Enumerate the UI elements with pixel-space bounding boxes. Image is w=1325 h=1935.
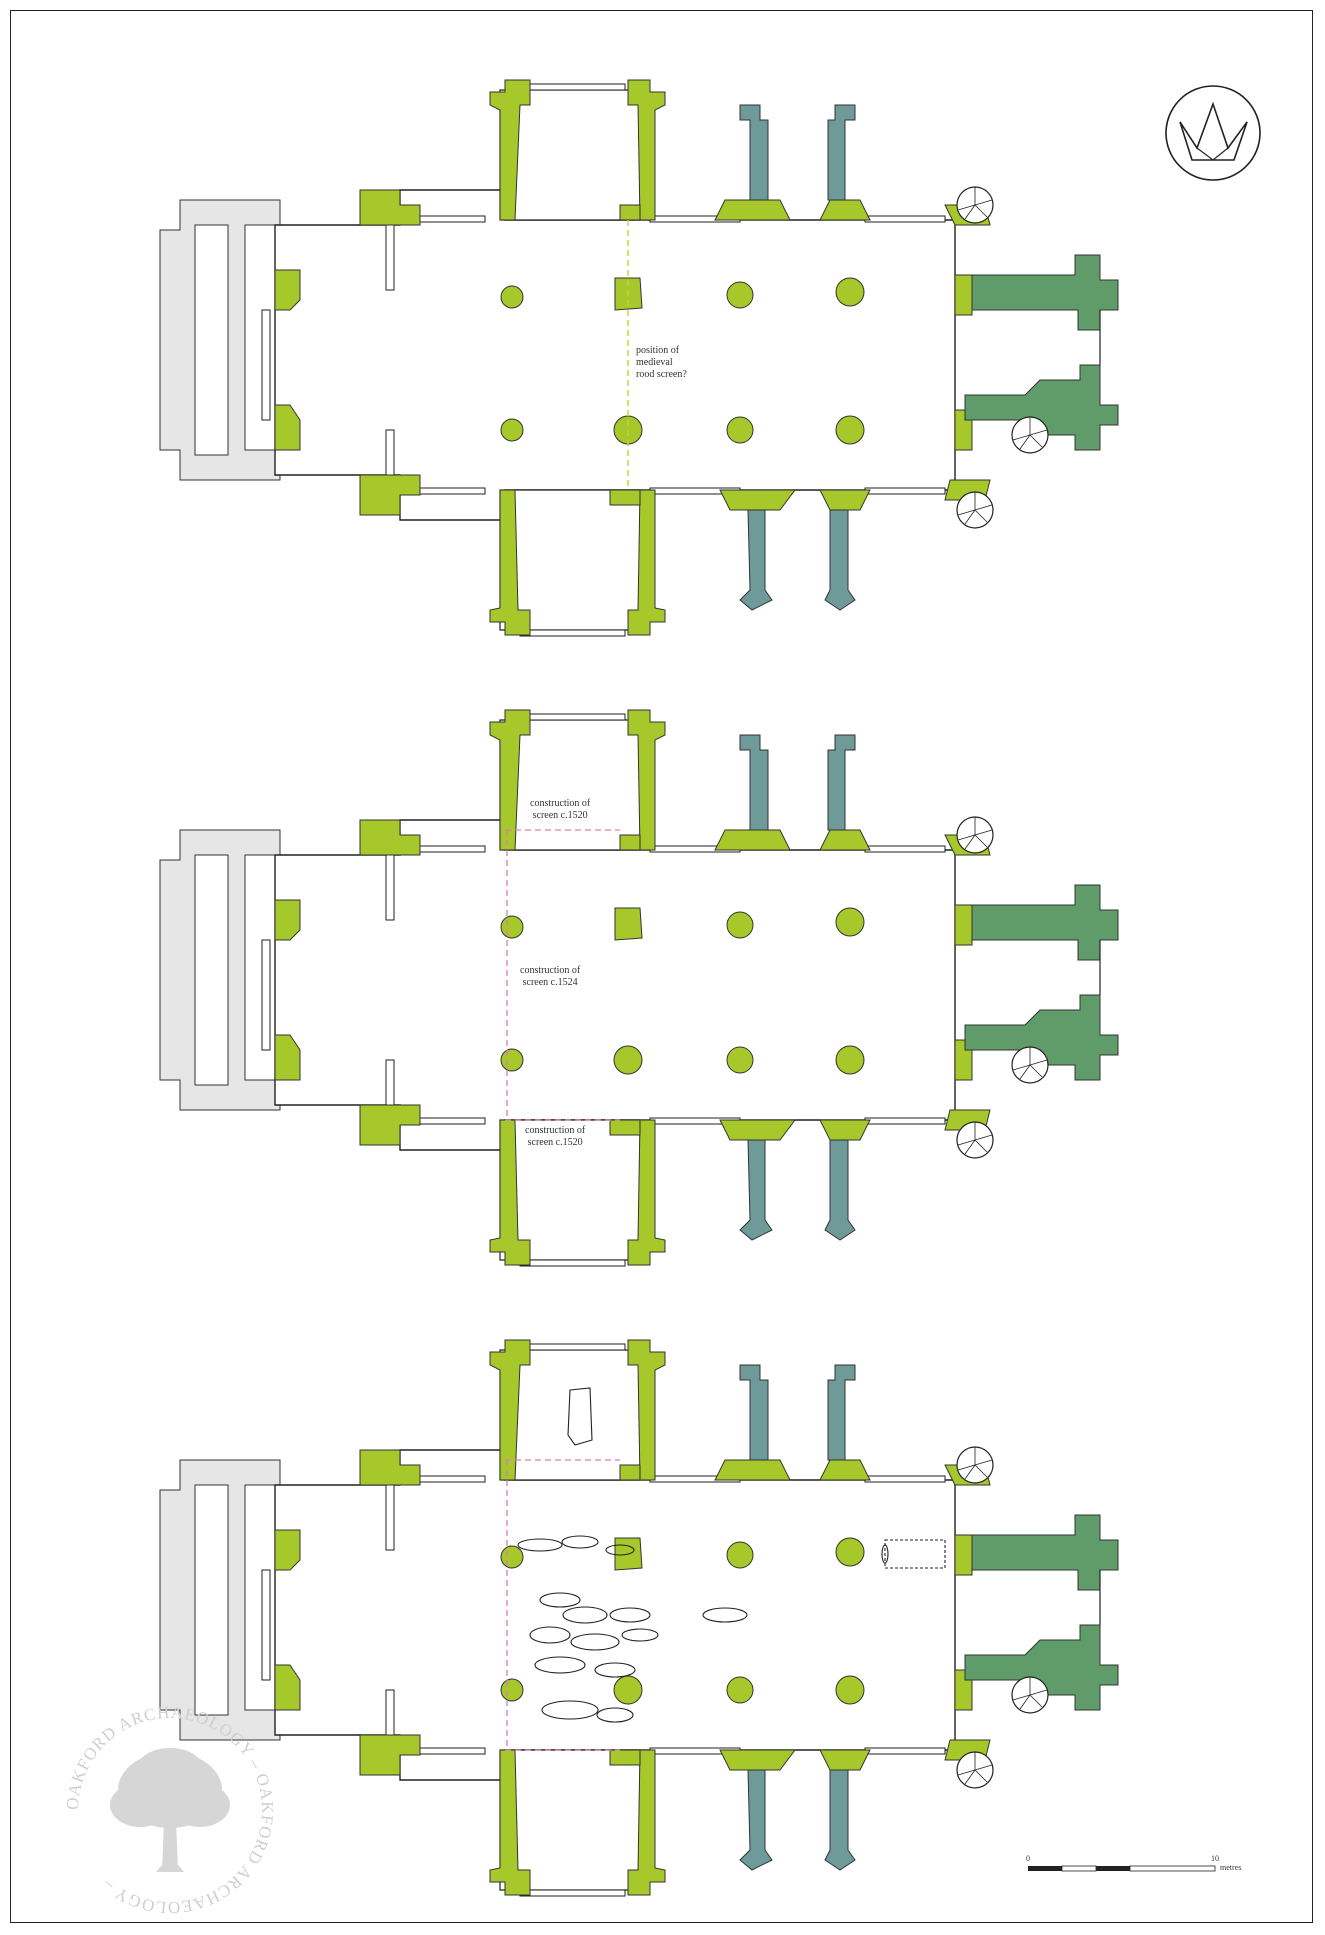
north-arrow-icon (1162, 82, 1264, 184)
plan-1: position of medieval rood screen? (0, 10, 1325, 650)
annotation-screen-north: construction of screen c.1520 (530, 798, 590, 822)
annotation-line: screen c.1524 (522, 977, 578, 988)
annotation-line: position of (636, 345, 680, 356)
scale-start-label: 0 (1026, 1854, 1030, 1863)
annotation-line: screen c.1520 (532, 810, 588, 821)
annotation-line: construction of (530, 798, 591, 809)
watermark: OAKFORD ARCHAEOLOGY – OAKFORD ARCHAEOLOG… (60, 1700, 280, 1920)
scale-unit-label: metres (1220, 1863, 1242, 1872)
excavated-graves (517, 1387, 946, 1723)
annotation-line: screen c.1520 (527, 1137, 583, 1148)
annotation-line: rood screen? (636, 369, 687, 380)
annotation-line: medieval (636, 357, 673, 368)
plan-3 (0, 1270, 1325, 1930)
annotation-screen-south: construction of screen c.1520 (525, 1125, 585, 1149)
annotation-line: construction of (525, 1125, 586, 1136)
scale-end-label: 10 (1211, 1854, 1219, 1863)
annotation-rood-screen: position of medieval rood screen? (636, 345, 687, 381)
annotation-screen-middle: construction of screen c.1524 (520, 965, 580, 989)
page-frame (10, 10, 1313, 1923)
oak-tree-icon (110, 1748, 230, 1872)
scale-bar: 0 10 metres (1020, 1850, 1260, 1890)
plan-2: construction of screen c.1520 constructi… (0, 640, 1325, 1280)
annotation-line: construction of (520, 965, 581, 976)
